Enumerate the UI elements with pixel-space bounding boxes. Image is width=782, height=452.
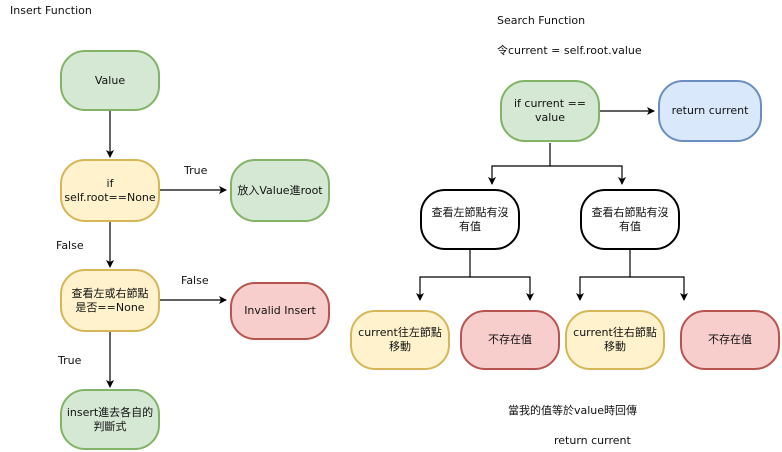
node-move-right-text: current往右節點 移動 [573, 326, 657, 353]
search-note-2: return current [554, 434, 631, 447]
edge-right-to-move [576, 250, 631, 301]
node-check-children-text: 查看左或右節點 是否==None [71, 286, 149, 314]
search-note-1: 當我的值等於value時回傳 [508, 404, 638, 417]
node-root-check-text: if self.root==None [64, 176, 156, 204]
edge-check-to-right [550, 165, 626, 185]
edge-right-to-none [630, 276, 688, 301]
node-value: Value [60, 50, 160, 111]
node-none-left-text: 不存在值 [488, 333, 532, 346]
edge-label-false-2: False [181, 274, 209, 287]
search-init: 令current = self.root.value [497, 44, 642, 57]
node-move-left-text: current往左節點 移動 [358, 326, 442, 353]
node-check-value: if current == value [500, 80, 600, 142]
edge-label-true-2: True [58, 354, 82, 367]
node-check-children: 查看左或右節點 是否==None [60, 269, 160, 332]
node-check-value-text: if current == value [513, 97, 587, 124]
node-root-check: if self.root==None [60, 159, 160, 222]
node-look-left: 查看左節點有沒 有值 [420, 189, 520, 250]
node-recurse: insert進去各自的 判斷式 [60, 389, 160, 450]
edge-left-to-move [416, 250, 471, 301]
node-none-right-text: 不存在值 [708, 333, 752, 346]
node-look-right: 查看右節點有沒 有值 [580, 189, 680, 250]
node-invalid-insert: Invalid Insert [230, 282, 330, 340]
node-invalid-insert-text: Invalid Insert [244, 304, 316, 317]
node-return-current-text: return current [671, 104, 749, 117]
insert-title: Insert Function [10, 4, 92, 17]
node-none-right: 不存在值 [680, 310, 780, 370]
edge-label-false-1: False [56, 239, 84, 252]
node-move-right: current往右節點 移動 [565, 310, 665, 370]
node-value-text: Value [94, 73, 126, 87]
node-return-current: return current [658, 80, 762, 142]
node-put-root: 放入Value進root [230, 159, 330, 222]
node-look-left-text: 查看左節點有沒 有值 [431, 205, 509, 233]
node-none-left: 不存在值 [460, 310, 560, 370]
node-put-root-text: 放入Value進root [237, 183, 323, 197]
node-recurse-text: insert進去各自的 判斷式 [66, 405, 154, 433]
edge-check-to-left [488, 143, 551, 185]
node-move-left: current往左節點 移動 [350, 310, 450, 370]
edge-label-true-1: True [184, 164, 208, 177]
edge-left-to-none [470, 276, 534, 301]
search-title: Search Function [497, 14, 586, 27]
node-look-right-text: 查看右節點有沒 有值 [591, 205, 669, 233]
